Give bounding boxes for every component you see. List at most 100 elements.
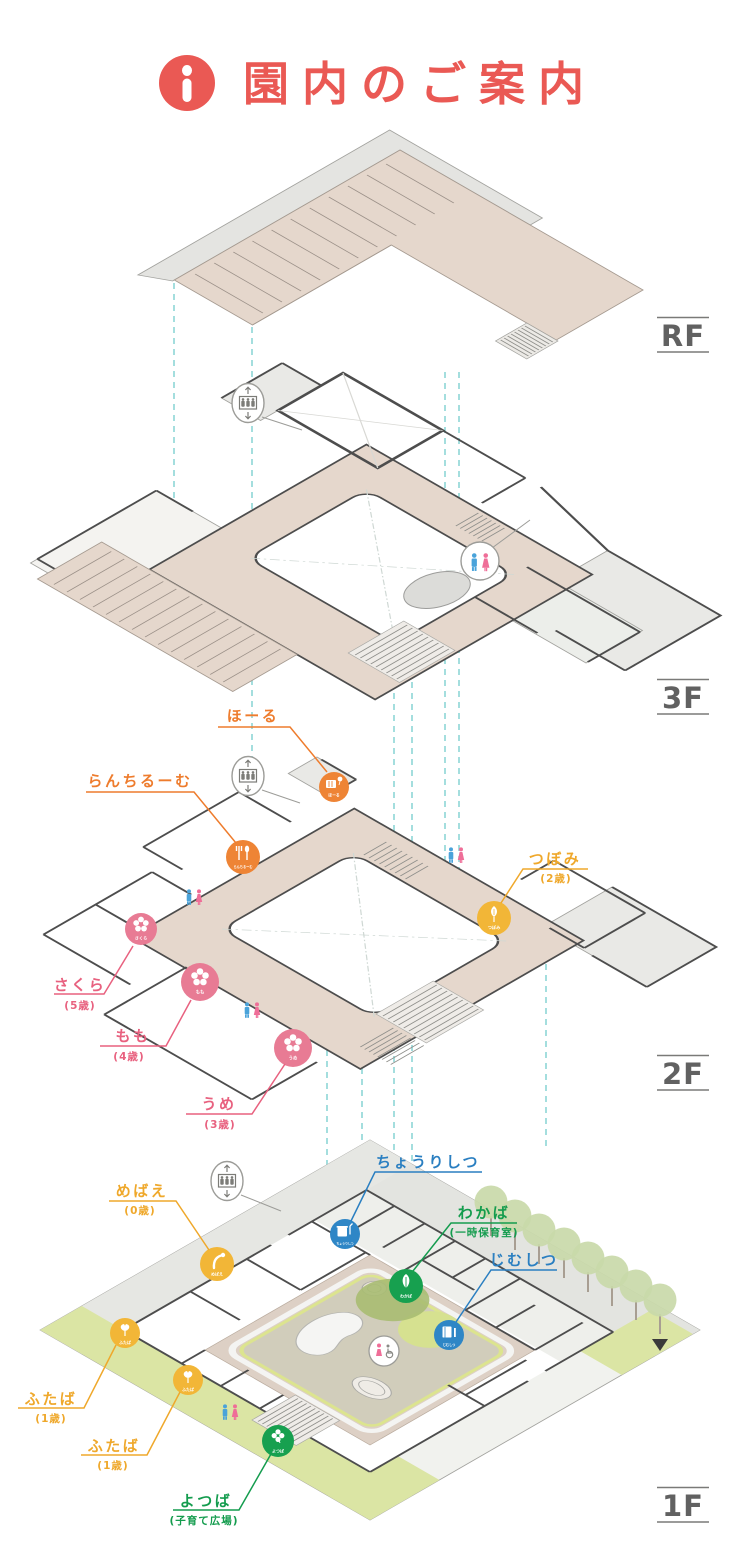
f3-louver-hatch	[53, 551, 281, 683]
f3-elevator-leader	[261, 416, 303, 431]
svg-text:(0歳): (0歳)	[124, 1204, 155, 1217]
room-badge-hall: ほーる	[319, 772, 349, 802]
floor-2f: ほーる らんちるーむ つぼみ さく	[42, 707, 719, 1131]
stage-icon	[326, 776, 343, 788]
elevator-icon	[231, 382, 265, 424]
clover-icon	[271, 1429, 285, 1444]
f2-void-guides	[221, 852, 507, 1018]
f3-louver-band	[36, 541, 298, 692]
svg-text:ちょうりしつ: ちょうりしつ	[376, 1153, 480, 1171]
fork-spoon-icon	[235, 845, 250, 860]
svg-text:ふたば: ふたば	[25, 1390, 78, 1408]
flower-icon	[191, 968, 209, 986]
svg-text:わかば: わかば	[400, 1293, 412, 1299]
floor-rf	[136, 129, 644, 360]
label-hall: ほーる	[218, 707, 328, 773]
svg-text:らんちるーむ: らんちるーむ	[233, 864, 253, 869]
svg-text:(2歳): (2歳)	[540, 872, 571, 885]
svg-text:じむしつ: じむしつ	[443, 1342, 456, 1347]
svg-text:(一時保育室): (一時保育室)	[449, 1226, 518, 1239]
room-badge-office: じむしつ	[434, 1320, 464, 1350]
f3-walls	[36, 362, 723, 672]
toilet-icon	[460, 519, 531, 581]
svg-text:ほーる: ほーる	[227, 707, 280, 725]
room-badge-ume: うめ	[274, 1029, 312, 1067]
label-momo: もも (4歳)	[100, 999, 192, 1063]
label-futaba-a: ふたば (1歳)	[18, 1344, 117, 1425]
f1-elevator-leader	[240, 1194, 282, 1212]
rf-roof-plate	[173, 149, 644, 341]
svg-text:さくら: さくら	[54, 976, 107, 994]
svg-text:もも: もも	[115, 1027, 150, 1045]
floor-tag-1f: 1F	[657, 1486, 709, 1523]
svg-text:ちょうりしつ: ちょうりしつ	[336, 1241, 353, 1246]
label-mebae: めばえ (0歳)	[109, 1182, 210, 1251]
label-ume: うめ (3歳)	[186, 1063, 286, 1131]
label-kitchen: ちょうりしつ	[350, 1153, 482, 1222]
f1-road-strip-nw	[40, 1140, 412, 1354]
svg-text:よつば: よつば	[272, 1448, 284, 1454]
svg-text:じむしつ: じむしつ	[489, 1251, 558, 1269]
svg-text:うめ: うめ	[289, 1056, 298, 1062]
f3-machine-room	[275, 371, 446, 470]
f2-walls	[42, 758, 719, 1101]
floor-label-2f: 2F	[662, 1057, 704, 1091]
elevator-icon	[210, 1160, 244, 1202]
label-lunch: らんちるーむ	[86, 772, 237, 844]
header: 園内のご案内	[159, 55, 597, 111]
flower-icon	[284, 1034, 302, 1052]
svg-text:めばえ: めばえ	[211, 1271, 223, 1277]
f1-north-rooms	[314, 1190, 614, 1362]
room-badge-yotsuba: よつば	[262, 1425, 294, 1457]
label-futaba-b: ふたば (1歳)	[81, 1391, 181, 1472]
label-tsubomi: つぼみ (2歳)	[500, 850, 588, 904]
svg-text:つぼみ: つぼみ	[488, 924, 501, 931]
info-icon-stem	[182, 78, 192, 102]
room-badge-kitchen: ちょうりしつ	[330, 1219, 360, 1249]
rf-stairs	[494, 322, 559, 360]
floor-1f: めばえ ちょうりしつ わかば じむ	[18, 1139, 709, 1527]
svg-text:(1歳): (1歳)	[35, 1412, 66, 1425]
svg-text:もも: もも	[196, 989, 205, 996]
svg-text:わかば: わかば	[458, 1204, 511, 1222]
floor-tag-3f: 3F	[657, 678, 709, 715]
bud-icon	[491, 906, 497, 922]
f1-road-strip-ne	[324, 1140, 700, 1356]
f2-main-stairs	[375, 980, 485, 1044]
f1-green-band-se-top	[580, 1310, 693, 1375]
floor-3f: 3F	[29, 362, 723, 715]
room-badge-sakura: さくら	[125, 913, 157, 945]
f2-small-stairs-top	[363, 841, 429, 880]
room-badge-futaba-a: ふたば	[110, 1318, 140, 1348]
room-badge-futaba-b: ふたば	[173, 1365, 203, 1395]
svg-text:(3歳): (3歳)	[204, 1118, 235, 1131]
rf-louver-hatch	[194, 163, 455, 314]
room-badge-tsubomi: つぼみ	[477, 901, 511, 935]
svg-text:ふたば: ふたば	[182, 1386, 194, 1392]
f3-small-stairs	[455, 512, 505, 542]
floor-label-1f: 1F	[662, 1489, 704, 1523]
svg-text:ふたば: ふたば	[88, 1437, 141, 1455]
label-office: じむしつ	[455, 1251, 558, 1323]
info-icon-dot	[182, 65, 192, 76]
svg-text:(1歳): (1歳)	[97, 1459, 128, 1472]
elevator-icon	[231, 755, 265, 797]
svg-text:よつば: よつば	[180, 1492, 233, 1510]
svg-text:(子育て広場): (子育て広場)	[169, 1514, 238, 1527]
svg-text:ふたば: ふたば	[119, 1339, 131, 1345]
floor-tag-rf: RF	[657, 316, 709, 353]
cooking-pot-icon	[336, 1223, 353, 1237]
f3-machine-room-x	[277, 372, 443, 469]
svg-text:(5歳): (5歳)	[64, 999, 95, 1012]
toilet-icon	[448, 847, 465, 863]
svg-text:めばえ: めばえ	[116, 1182, 169, 1200]
label-yotsuba: よつば (子育て広場)	[169, 1453, 272, 1527]
f1-sand-pond	[295, 1312, 364, 1356]
f1-green-band-se-bottom	[328, 1456, 440, 1520]
svg-text:(4歳): (4歳)	[113, 1050, 144, 1063]
leaf-icon	[402, 1274, 410, 1290]
f1-sandbox	[351, 1376, 392, 1400]
page-title: 園内のご案内	[243, 57, 597, 111]
svg-text:つぼみ: つぼみ	[529, 850, 582, 868]
